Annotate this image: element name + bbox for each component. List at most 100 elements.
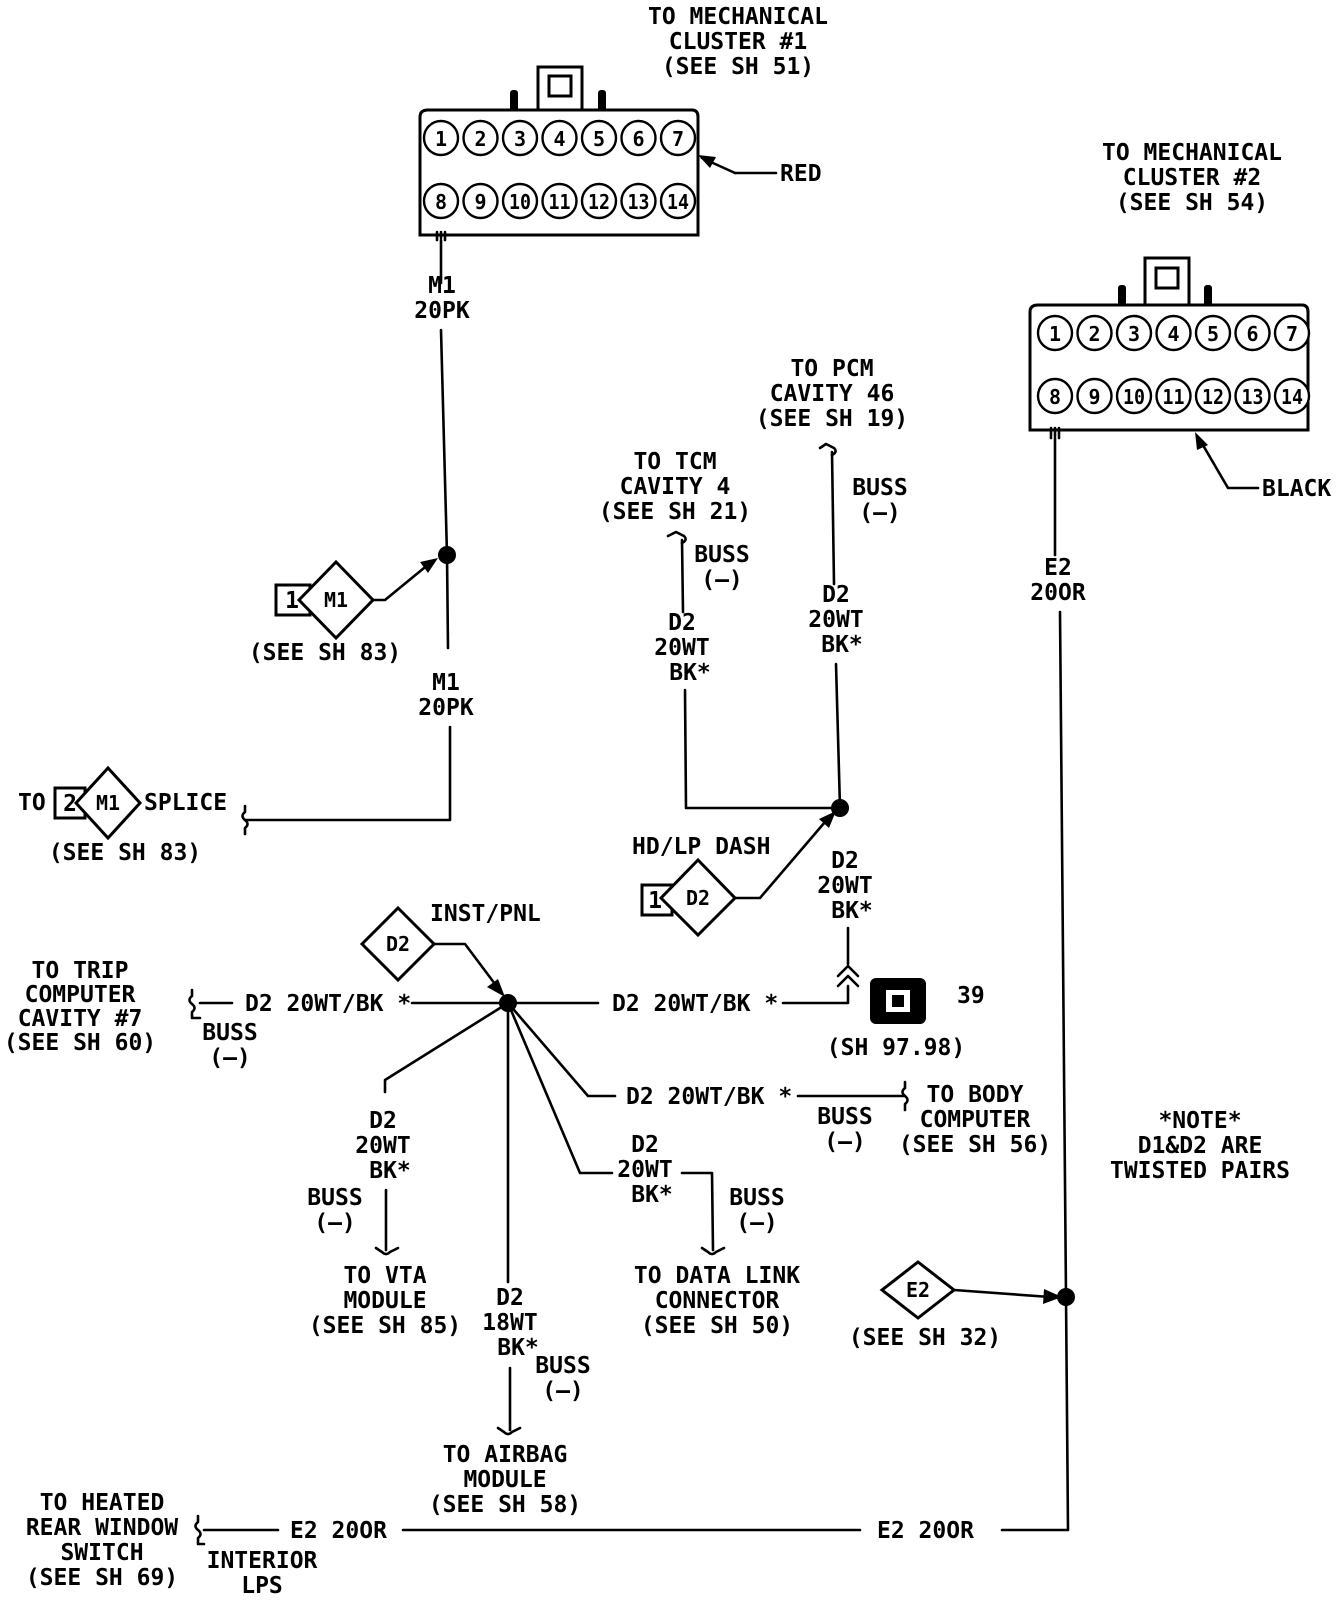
trip-dest-line2: COMPUTER [25,982,136,1008]
d2-conn39-wire-label: D2 20WT/BK * [612,991,778,1017]
cluster2-pin-10-label: 10 [1123,385,1145,409]
pcm-wire-lower [834,662,842,810]
dlc-wire-break [700,1246,726,1256]
cluster1-pin-7 [659,119,697,157]
tcm-dest-line2: CAVITY 4 [620,474,731,500]
tcm-wire-break [666,530,687,545]
cluster1-post-left [510,90,518,112]
connector39-number: 39 [957,983,985,1009]
m1-splice-upper-diamond [296,559,376,641]
cluster2-title-line3: (SEE SH 54) [1116,190,1268,216]
m1-lower-label-line1: M1 [432,670,460,696]
cluster2-post-right [1204,285,1212,307]
pcm-dest-line2: CAVITY 46 [770,381,895,407]
m1-splice-upper-num: 1 [285,588,299,614]
m1-splice-lower-ref: (SEE SH 83) [49,840,201,866]
cluster2-pin-7-label: 7 [1286,322,1298,346]
cluster2-title-line1: TO MECHANICAL [1102,140,1282,166]
cluster2-pin-5 [1194,314,1232,352]
connector39-arrows [836,964,860,988]
cluster2-pin-7 [1273,314,1311,352]
tcm-wire-label-line1: D2 [668,610,696,636]
cluster2-pin8-tab [1049,426,1061,440]
dlc-wire-label-line2: 20WT [617,1157,672,1183]
cluster2-title-line2: CLUSTER #2 [1123,165,1261,191]
cluster1-pin-10 [501,182,539,220]
airbag-wire-break [496,1426,522,1436]
d2-mid-label-line3: BK* [831,898,873,924]
cluster1-red-arrowhead [698,155,716,168]
body-dest-line3: (SEE SH 56) [899,1132,1051,1158]
dlc-dest-line1: TO DATA LINK [634,1263,800,1289]
m1-splice-upper-leader [371,566,426,602]
tcm-dest-line3: (SEE SH 21) [599,499,751,525]
d2-dash-splice-label: HD/LP DASH [632,834,770,860]
m1-wire-upper [439,328,449,557]
pcm-wire-break [818,442,837,457]
cluster1-pin-13 [620,182,657,220]
d2-wire-vta-upper [383,1001,510,1094]
d2-inst-splice-leader [432,942,500,990]
vta-dest-line3: (SEE SH 85) [309,1313,461,1339]
cluster2-pin-1-label: 1 [1049,322,1061,346]
m1-splice-upper-arrowhead [420,558,438,573]
cluster2-pin-11-label: 11 [1163,385,1185,409]
e2-splice-dot [1057,1288,1075,1306]
cluster1-title-line1: TO MECHANICAL [648,4,828,30]
body-buss-sign: (—) [824,1129,866,1155]
cluster1-pin-7-label: 7 [672,127,684,151]
pcm-buss-label: BUSS [852,475,907,501]
cluster1-title-line3: (SEE SH 51) [662,54,814,80]
interior-lps-line1: INTERIOR [207,1548,318,1574]
m1-splice-lower-name: M1 [96,791,120,815]
m1-splice-upper-ref: (SEE SH 83) [249,640,401,666]
e2-right-label-line1: E2 [1044,555,1072,581]
vta-wire-label-line3: BK* [369,1158,411,1184]
pcm-dest-line3: (SEE SH 19) [756,406,908,432]
cluster1-pin-9-label: 9 [474,190,486,214]
body-dest-line1: TO BODY [927,1082,1024,1108]
pcm-buss-sign: (—) [859,500,901,526]
cluster2-pin-14 [1273,377,1311,415]
cluster1-pin8-tab [435,230,447,242]
cluster2-pin-8 [1036,377,1074,415]
cluster2-pin-3 [1115,314,1153,352]
cluster2-post-left [1118,285,1126,307]
d2-dash-splice-name: D2 [686,886,710,910]
cluster1-pin-3 [501,119,539,157]
e2-bottom-left-label: E2 20OR [290,1518,387,1544]
m1-wire-mid [445,553,450,650]
cluster2-pin-4 [1155,314,1192,352]
cluster1-pin-8-label: 8 [435,190,447,214]
m1-top-label-line2: 20PK [414,298,470,324]
cluster1-pin-10-label: 10 [509,190,531,214]
tcm-buss-sign: (—) [701,567,743,593]
d2-mid-label-line2: 20WT [817,873,872,899]
e2-wire-right-vertical [1000,610,1070,1532]
d2-inst-splice-arrowhead [487,979,505,997]
tcm-wire-label-line2: 20WT [654,635,709,661]
cluster1-pin-6 [620,119,657,157]
d2-star-circuit: D2 INST/PNL D2 20WT/BK * TO TRIP COMPUTE… [4,901,1051,1518]
pcm-wire-label-line2: 20WT [808,607,863,633]
cluster2-pin-9-label: 9 [1088,385,1100,409]
cluster2-latch [1143,256,1191,308]
d2-dash-splice-num: 1 [648,888,662,914]
cluster2-pin-10 [1115,377,1153,415]
cluster1-pin-2-label: 2 [474,127,486,151]
cluster1-color-label: RED [780,161,822,187]
heated-rear-window-destination: TO HEATED REAR WINDOW SWITCH (SEE SH 69)… [26,1490,318,1599]
cluster1-pin-2 [462,119,499,157]
tcm-wire-upper [680,538,685,614]
e2-splice-ref: (SEE SH 32) [849,1325,1001,1351]
cluster1-pin-14 [659,182,697,220]
trip-wire-break [188,988,202,1020]
d2-wire-dlc-lower [680,1171,715,1252]
cluster2-pin-1 [1036,314,1074,352]
heated-dest-line3: SWITCH [60,1540,143,1566]
cluster1-pin-14-label: 14 [667,190,689,214]
tcm-wire-label-line3: BK* [669,660,711,686]
vta-dest-line2: MODULE [343,1288,426,1314]
